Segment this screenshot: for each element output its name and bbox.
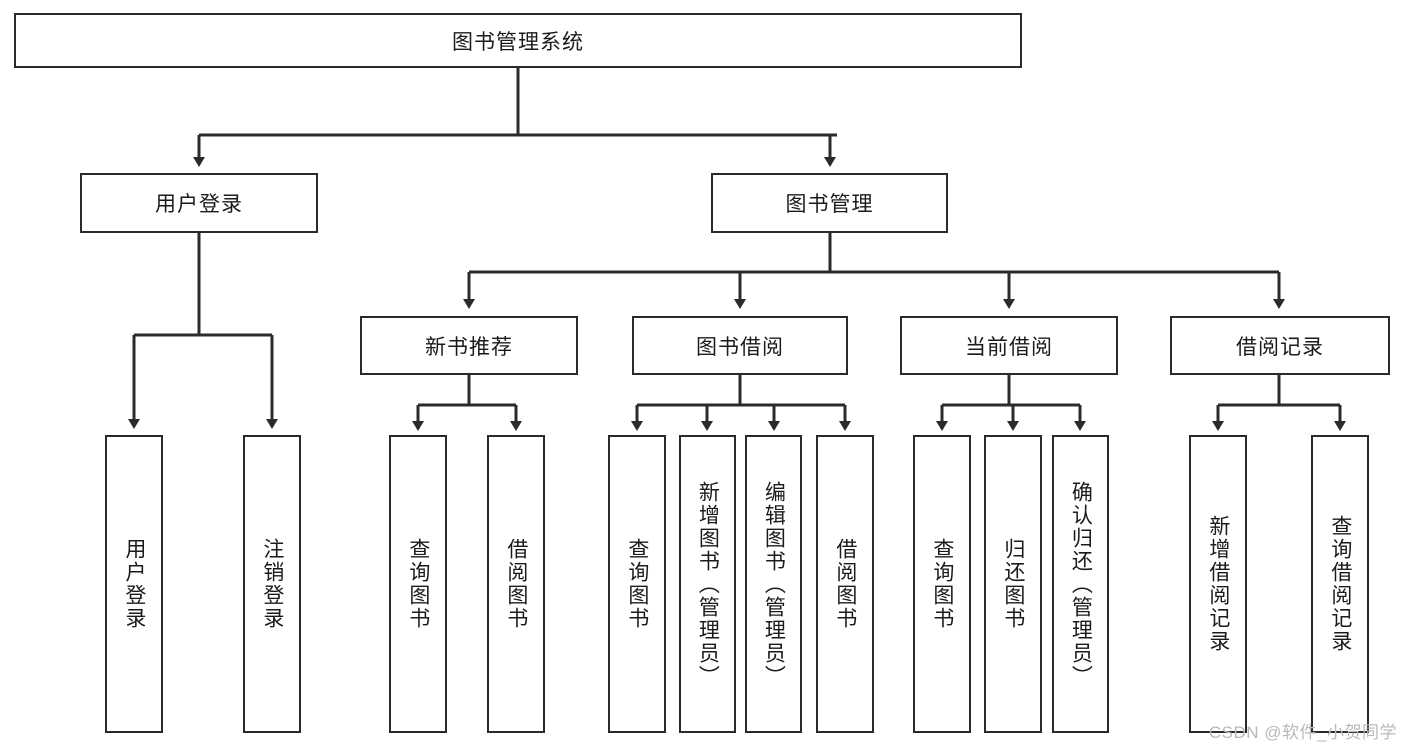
watermark: CSDN @软件_小贺同学 bbox=[1208, 723, 1397, 742]
node-leaf-query-book-1-label: 查询图书 bbox=[406, 538, 430, 630]
node-leaf-logout-label: 注销登录 bbox=[260, 538, 284, 630]
node-leaf-query-record[interactable]: 查询借阅记录 bbox=[1311, 435, 1369, 733]
node-current-borrow[interactable]: 当前借阅 bbox=[900, 316, 1118, 375]
node-leaf-query-book-1[interactable]: 查询图书 bbox=[389, 435, 447, 733]
node-leaf-borrow-book-1[interactable]: 借阅图书 bbox=[487, 435, 545, 733]
node-leaf-query-record-label: 查询借阅记录 bbox=[1328, 515, 1352, 653]
node-leaf-query-book-3[interactable]: 查询图书 bbox=[913, 435, 971, 733]
node-root-label: 图书管理系统 bbox=[452, 30, 584, 54]
node-leaf-query-book-2[interactable]: 查询图书 bbox=[608, 435, 666, 733]
node-leaf-confirm-return[interactable]: 确认归还（管理员） bbox=[1052, 435, 1109, 733]
node-book-manage-label: 图书管理 bbox=[785, 193, 874, 216]
node-leaf-borrow-book-1-label: 借阅图书 bbox=[504, 538, 528, 630]
node-leaf-confirm-return-label: 确认归还（管理员） bbox=[1069, 480, 1093, 688]
node-leaf-user-login[interactable]: 用户登录 bbox=[105, 435, 163, 733]
node-current-borrow-label: 当前借阅 bbox=[965, 335, 1053, 359]
node-leaf-query-book-2-label: 查询图书 bbox=[625, 538, 649, 630]
node-leaf-borrow-book-2-label: 借阅图书 bbox=[833, 538, 857, 630]
node-leaf-user-login-label: 用户登录 bbox=[122, 538, 146, 630]
node-book-manage[interactable]: 图书管理 bbox=[711, 173, 948, 233]
node-leaf-return-book-label: 归还图书 bbox=[1001, 538, 1025, 630]
node-leaf-add-record-label: 新增借阅记录 bbox=[1206, 515, 1230, 653]
node-leaf-add-book-label: 新增图书（管理员） bbox=[696, 480, 720, 688]
node-borrow-record-label: 借阅记录 bbox=[1236, 335, 1324, 359]
node-leaf-edit-book[interactable]: 编辑图书（管理员） bbox=[745, 435, 802, 733]
node-root[interactable]: 图书管理系统 bbox=[14, 13, 1022, 68]
node-leaf-add-record[interactable]: 新增借阅记录 bbox=[1189, 435, 1247, 733]
node-user-login[interactable]: 用户登录 bbox=[80, 173, 318, 233]
node-book-borrow-label: 图书借阅 bbox=[696, 335, 784, 359]
node-leaf-edit-book-label: 编辑图书（管理员） bbox=[762, 480, 786, 688]
node-book-borrow[interactable]: 图书借阅 bbox=[632, 316, 848, 375]
node-new-book-rec[interactable]: 新书推荐 bbox=[360, 316, 578, 375]
node-leaf-borrow-book-2[interactable]: 借阅图书 bbox=[816, 435, 874, 733]
node-borrow-record[interactable]: 借阅记录 bbox=[1170, 316, 1390, 375]
node-leaf-query-book-3-label: 查询图书 bbox=[930, 538, 954, 630]
node-leaf-logout[interactable]: 注销登录 bbox=[243, 435, 301, 733]
node-new-book-rec-label: 新书推荐 bbox=[425, 335, 513, 359]
node-user-login-label: 用户登录 bbox=[155, 193, 243, 216]
node-leaf-add-book[interactable]: 新增图书（管理员） bbox=[679, 435, 736, 733]
node-leaf-return-book[interactable]: 归还图书 bbox=[984, 435, 1042, 733]
